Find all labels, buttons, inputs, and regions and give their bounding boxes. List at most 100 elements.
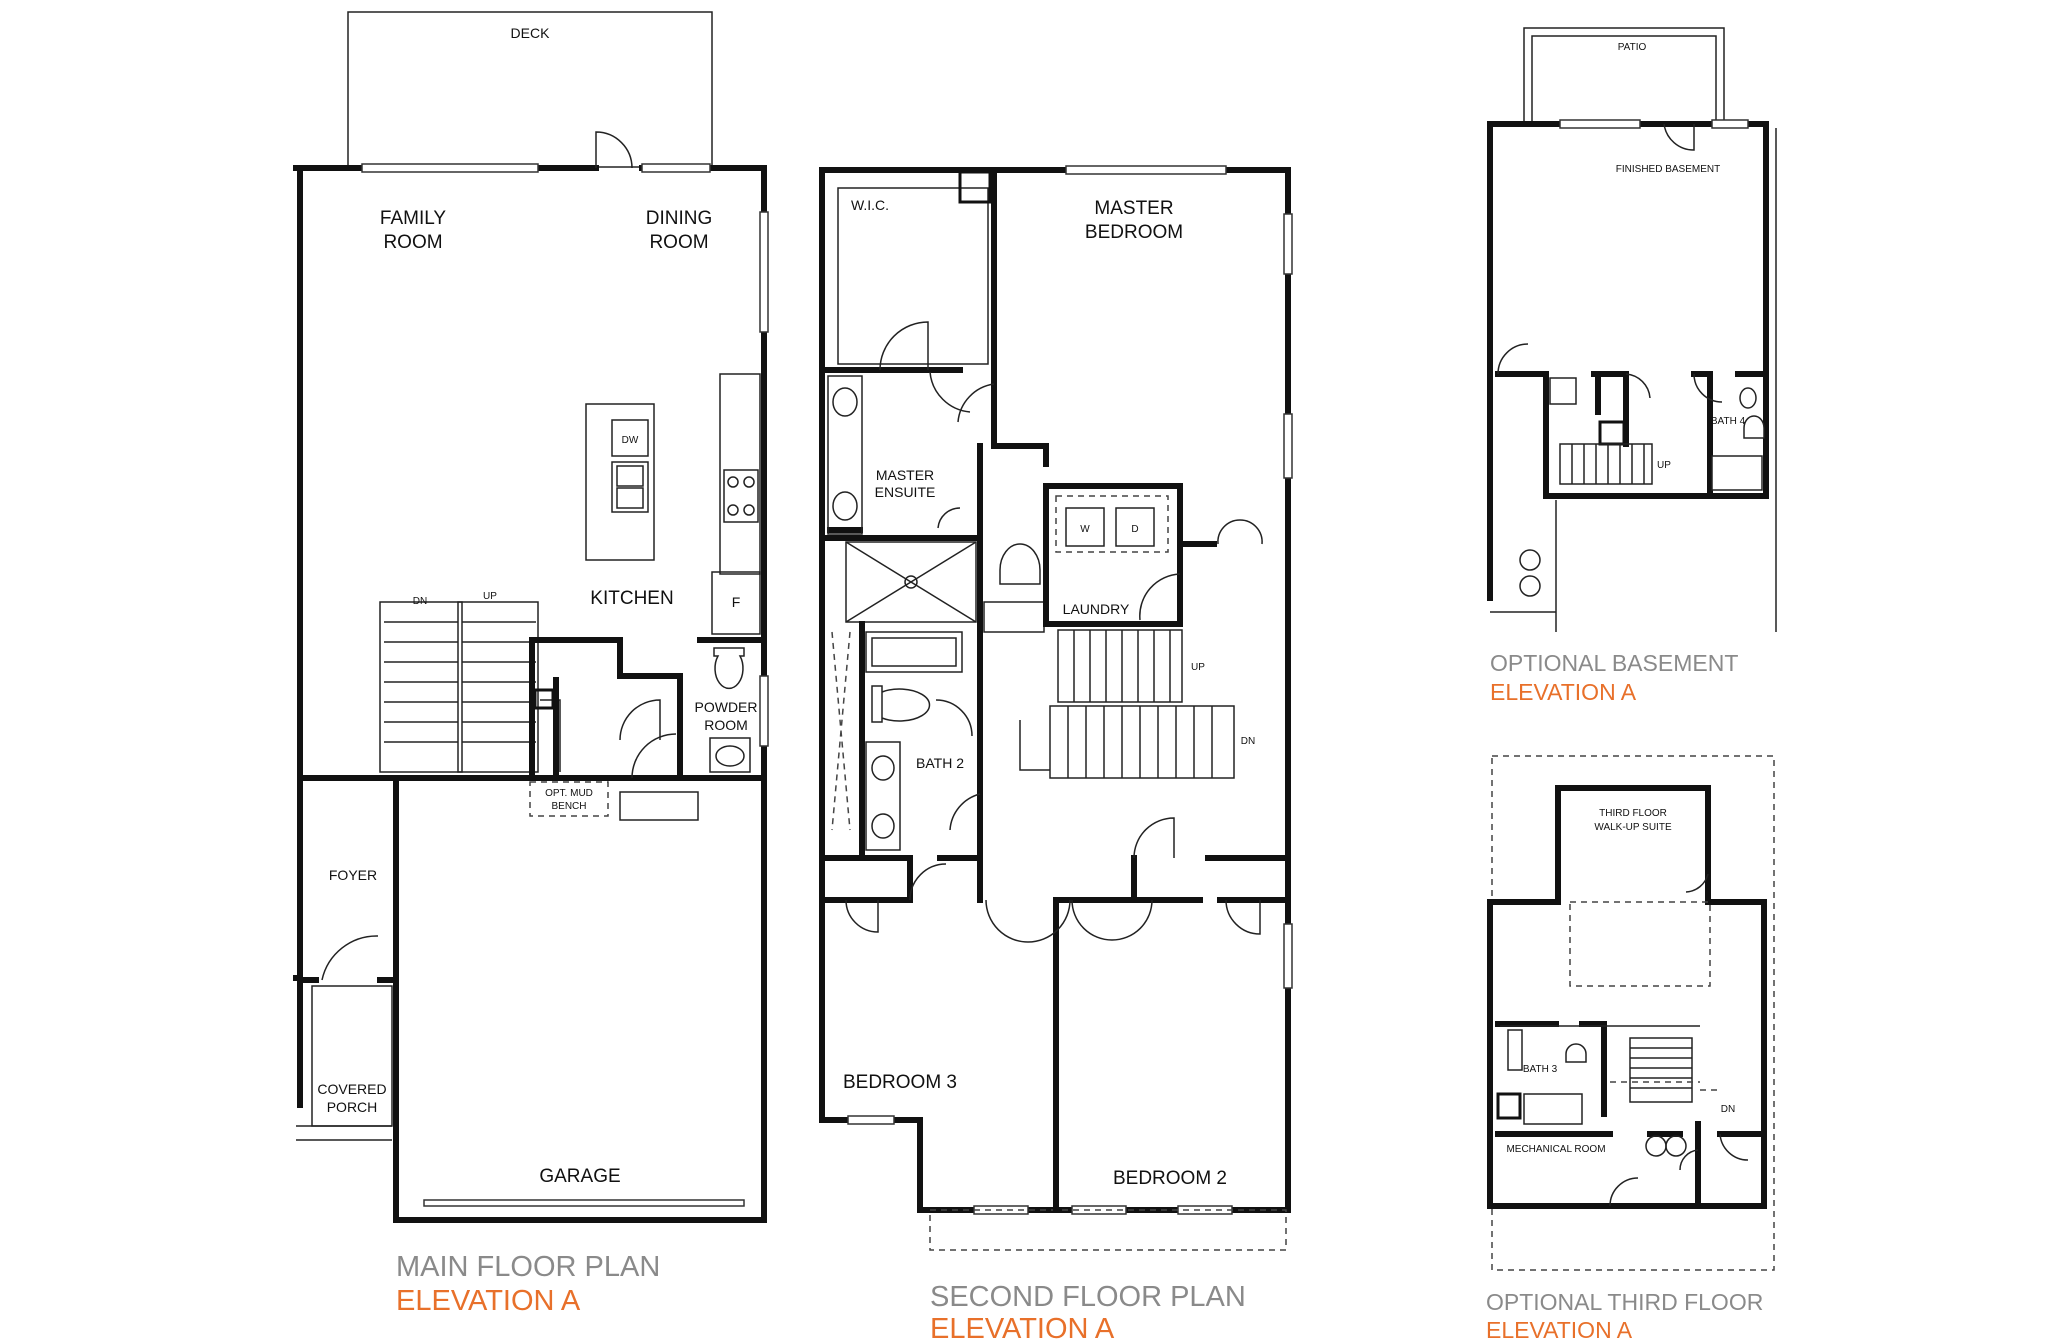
mechanical-room-label: MECHANICAL ROOM [1506, 1144, 1605, 1155]
shower-door [937, 507, 961, 529]
shower-drain [904, 575, 918, 589]
toilet [713, 647, 745, 690]
sink-bowl [715, 745, 745, 767]
dryer-label: D [1131, 524, 1138, 535]
door-swing [845, 899, 879, 933]
door-swing [909, 863, 947, 901]
shower [845, 541, 977, 623]
second-exterior-wall [819, 167, 1291, 1213]
toilet [1743, 415, 1765, 439]
burner [727, 504, 739, 516]
window [1711, 119, 1749, 129]
linen-closet [983, 601, 1045, 633]
main-floor-elevation: ELEVATION A [396, 1285, 581, 1317]
window [641, 163, 711, 173]
master-bedroom-label: BEDROOM [1085, 222, 1183, 243]
master-ensuite-label: ENSUITE [875, 484, 936, 500]
vanity [827, 375, 863, 535]
burner [727, 476, 739, 488]
garage-door [423, 1199, 745, 1207]
interior-wall [297, 637, 767, 781]
linen-closet-line [831, 631, 851, 831]
main-floor-title: MAIN FLOOR PLAN [396, 1251, 660, 1283]
third-floor-title: OPTIONAL THIRD FLOOR [1486, 1289, 1763, 1315]
fridge [711, 571, 761, 635]
stair-arrow [1610, 1081, 1720, 1091]
door-swing [1071, 899, 1153, 941]
third-exterior-wall [1487, 785, 1767, 1209]
water-tank [1645, 1135, 1667, 1157]
finished-basement-label: FINISHED BASEMENT [1616, 164, 1720, 175]
window [1283, 923, 1293, 989]
door-swing [1625, 373, 1651, 399]
patio-label: PATIO [1618, 42, 1647, 53]
window [1283, 213, 1293, 275]
basement-side-wall [1490, 128, 1777, 632]
column [1598, 420, 1626, 446]
bathtub [1523, 1093, 1583, 1125]
suite-label: WALK-UP SUITE [1594, 822, 1672, 833]
toilet [1565, 1043, 1587, 1063]
covered-porch-label: COVERED [317, 1081, 386, 1097]
mud-bench-label: BENCH [551, 801, 586, 812]
kitchen-label: KITCHEN [590, 588, 673, 609]
sink-bowl [832, 387, 858, 417]
porch-step [296, 1125, 392, 1141]
washer [1065, 507, 1105, 547]
bath-2-label: BATH 2 [916, 755, 964, 771]
kitchen-sink [611, 461, 649, 513]
sink-bowl [871, 755, 895, 781]
water-tank [1519, 549, 1541, 571]
door-swing [1663, 123, 1695, 151]
window [361, 163, 539, 173]
third-floor-elevation: ELEVATION A [1486, 1317, 1633, 1341]
door-swing [1719, 1133, 1749, 1161]
family-room-label: FAMILY [380, 208, 446, 229]
second-floor-plan: W.I.C. MASTER BEDROOM MASTER ENSUITE W D… [819, 165, 1293, 1341]
bedroom-walls [819, 855, 1291, 1213]
door-swing [949, 793, 981, 831]
sink-bowl [871, 813, 895, 839]
powder-room-label: ROOM [704, 717, 748, 733]
door-swing [631, 733, 677, 779]
stair-up-label: UP [1657, 460, 1671, 471]
door-swing [1609, 1177, 1639, 1207]
powder-room-label: POWDER [695, 699, 758, 715]
dishwasher-label: DW [622, 435, 639, 446]
washer-label: W [1080, 524, 1090, 535]
window [759, 211, 769, 333]
closet-door [1217, 519, 1263, 545]
counter [719, 373, 761, 575]
second-floor-elevation: ELEVATION A [930, 1313, 1115, 1341]
laundry-walls [1043, 483, 1217, 627]
mud-bench-label: OPT. MUD [545, 788, 593, 799]
stairs [1559, 443, 1653, 485]
water-tank [1665, 1135, 1687, 1157]
door-swing [1679, 1149, 1699, 1171]
sink-bowl [832, 491, 858, 521]
stairs [1629, 1037, 1693, 1103]
stair-treads [1571, 444, 1645, 484]
foyer-wall [297, 775, 399, 1223]
stair-dn-label: DN [413, 596, 427, 607]
wic-label: W.I.C. [851, 197, 889, 213]
door-swing [935, 699, 973, 737]
stair-dn-label: DN [1721, 1104, 1735, 1115]
stair-treads [1630, 1047, 1692, 1089]
ensuite-walls [819, 443, 1049, 623]
dining-room-label: DINING [646, 208, 713, 229]
stair-up-label: UP [483, 591, 497, 602]
setback-outline [929, 1209, 1287, 1251]
main-floor-plan: DECK FAMILY ROOM DINING ROOM DW F KITCHE… [293, 11, 769, 1317]
basement-title: OPTIONAL BASEMENT [1490, 650, 1738, 676]
water-tank [1519, 575, 1541, 597]
toilet [871, 685, 931, 723]
basement-exterior-wall [1487, 121, 1769, 601]
fridge-label: F [732, 594, 741, 610]
deck-label: DECK [511, 25, 551, 41]
basement-plan: PATIO FINISHED BASEMENT UP BATH 4 OPTION… [1487, 27, 1777, 705]
bath2-walls [859, 621, 983, 861]
door-swing [1693, 373, 1723, 403]
door-swing [595, 131, 633, 169]
